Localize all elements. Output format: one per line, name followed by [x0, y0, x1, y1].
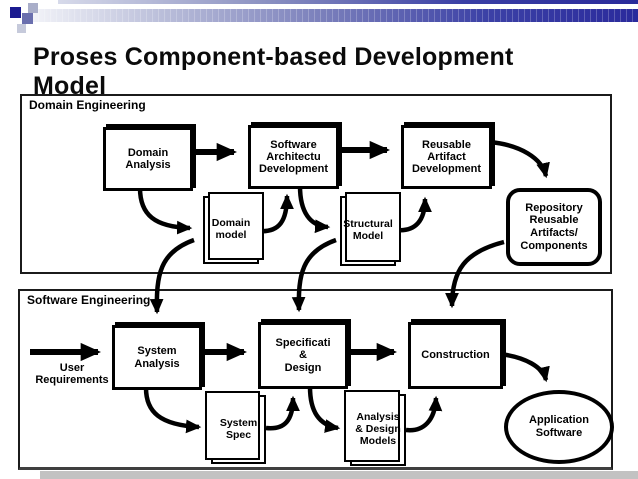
decor-square-navy	[10, 7, 21, 18]
node-reusable-artifact-label: Reusable Artifact Development	[411, 138, 482, 176]
node-repository-reusable-artifacts: Repository Reusable Artifacts/ Component…	[506, 188, 602, 266]
decor-square-medium	[22, 13, 33, 24]
node-system-analysis: System Analysis	[112, 325, 202, 390]
node-application-software: Application Software	[504, 390, 614, 464]
node-software-architecture-development: Software Architectu Development	[248, 125, 339, 189]
software-engineering-label: Software Engineering	[27, 293, 151, 307]
decor-square-pale	[17, 24, 26, 33]
node-system-analysis-label: System Analysis	[134, 345, 180, 370]
domain-engineering-label: Domain Engineering	[29, 98, 146, 112]
node-system-spec: System Spec	[205, 391, 266, 464]
node-system-spec-label: System Spec	[219, 416, 258, 441]
page-title: Proses Component-based Development Model	[33, 42, 514, 101]
user-requirements-label: User Requirements	[35, 362, 109, 387]
node-construction: Construction	[408, 322, 503, 389]
node-specification-design-label: Specificati & Design	[275, 337, 331, 374]
decor-square-light	[28, 3, 38, 13]
top-stripe-bar	[58, 0, 638, 4]
node-analysis-design-models-label: Analysis & Design Models	[355, 411, 401, 447]
node-application-software-label: Application Software	[529, 414, 589, 439]
node-repository-label: Repository Reusable Artifacts/ Component…	[520, 201, 588, 252]
slide-bottom-shadow	[40, 471, 638, 479]
node-domain-analysis: Domain Analysis	[103, 127, 193, 191]
node-domain-analysis-label: Domain Analysis	[125, 146, 171, 171]
node-structural-model-label: Structural Model	[343, 218, 393, 242]
node-specification-design: Specificati & Design	[258, 322, 348, 389]
node-domain-model-label: Domain model	[211, 217, 251, 241]
node-reusable-artifact-development: Reusable Artifact Development	[401, 125, 492, 189]
title-accent-bar	[32, 9, 638, 22]
node-software-architecture-label: Software Architectu Development	[258, 138, 329, 176]
node-analysis-design-models: Analysis & Design Models	[344, 390, 406, 466]
node-construction-label: Construction	[421, 349, 490, 362]
node-structural-model: Structural Model	[340, 192, 401, 266]
node-domain-model: Domain model	[203, 192, 264, 264]
